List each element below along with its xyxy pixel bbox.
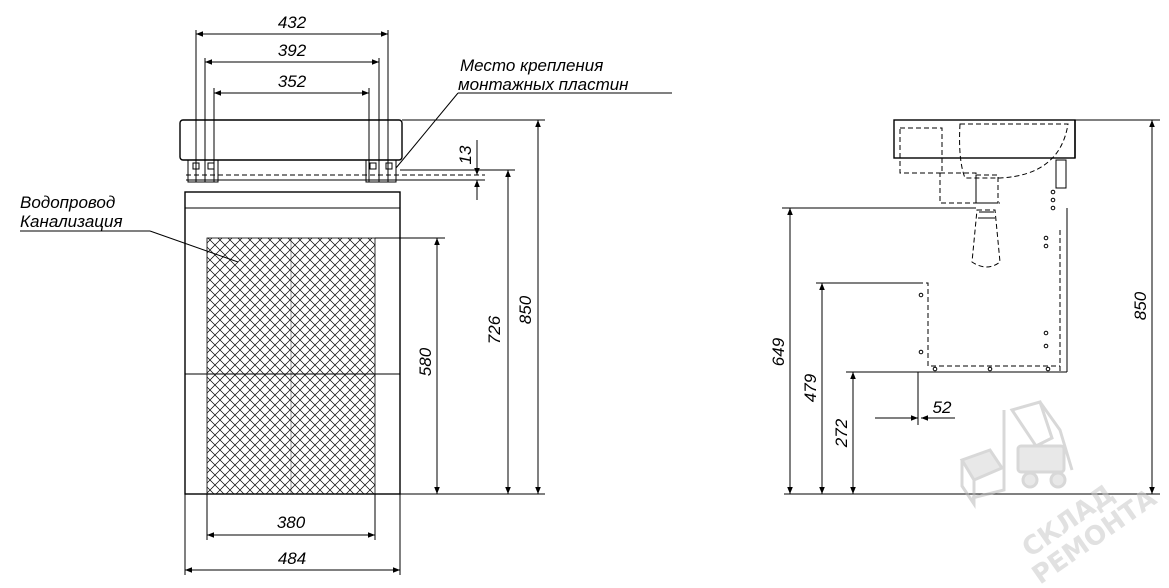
pipes-note-line2: Канализация — [20, 212, 123, 231]
front-view: 432 392 352 380 484 13 580 726 — [20, 13, 672, 575]
side-countertop — [893, 119, 1076, 159]
dim-352: 352 — [278, 72, 307, 91]
dim-392: 392 — [278, 41, 307, 60]
watermark-logo: СКЛАД РЕМОНТА — [959, 400, 1162, 588]
dim-580: 580 — [416, 347, 435, 376]
dim-side-heights — [782, 119, 1160, 495]
dim-272: 272 — [832, 418, 851, 448]
forklift-icon — [959, 400, 1074, 509]
front-countertop — [179, 119, 403, 161]
pipe-zone-hatch — [206, 237, 376, 495]
pipes-note-line1: Водопровод — [20, 193, 115, 212]
basin-outline — [959, 123, 1069, 179]
dim-479: 479 — [801, 373, 820, 402]
dim-bottom-widths — [184, 494, 401, 575]
dim-484: 484 — [278, 549, 306, 568]
side-cabinet-dashed — [918, 282, 1060, 367]
side-view: 649 479 272 850 52 — [769, 119, 1160, 495]
mount-note-line1: Место крепления — [460, 56, 603, 75]
dim-top-widths — [195, 30, 389, 182]
dim-432: 432 — [278, 13, 307, 32]
dim-850-front: 850 — [516, 295, 535, 324]
side-brackets — [1043, 159, 1067, 349]
dim-13: 13 — [456, 145, 475, 164]
dim-52: 52 — [933, 398, 952, 417]
mount-note-line2: монтажных пластин — [458, 75, 629, 94]
dim-380: 380 — [277, 513, 306, 532]
mounting-plates — [186, 159, 485, 183]
dim-726: 726 — [485, 315, 504, 344]
dim-front-heights — [375, 119, 545, 495]
dim-850-side: 850 — [1131, 291, 1150, 320]
dim-649: 649 — [769, 337, 788, 366]
siphon — [939, 172, 1001, 268]
